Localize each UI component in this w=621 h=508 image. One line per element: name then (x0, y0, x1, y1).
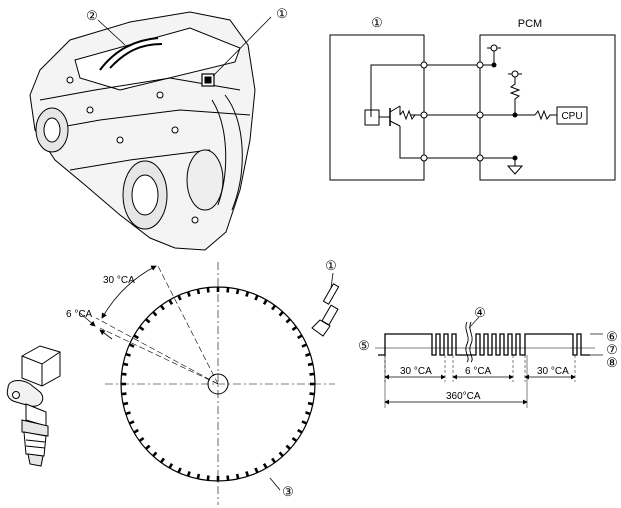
callout-8: ⑧ (606, 355, 618, 370)
wheel-tooth (186, 291, 191, 297)
callout-1-wheel: ① (325, 258, 337, 273)
pulse-wheel (79, 262, 340, 505)
wave-total: 360°CA (446, 391, 481, 402)
wheel-tooth (307, 362, 314, 367)
wheel-tooth (301, 343, 308, 348)
callout-4: ④ (474, 305, 486, 320)
wheel-tooth (168, 299, 174, 305)
wheel-tooth (271, 457, 277, 464)
wheel-tooth (307, 401, 314, 406)
callout-7: ⑦ (606, 342, 618, 357)
wheel-tooth (297, 428, 303, 434)
wheel-tooth (138, 437, 145, 443)
wheel-tooth (285, 444, 291, 450)
wheel-tooth (186, 471, 191, 477)
wheel-tooth (152, 451, 158, 457)
wheel-tooth (285, 318, 291, 324)
wheel-tooth (278, 451, 284, 457)
hall-element (364, 109, 380, 126)
wheel-tooth (291, 325, 298, 331)
wheel-tooth (309, 392, 315, 396)
pcm-label: PCM (518, 18, 542, 30)
wheel-tooth (262, 463, 268, 469)
callout-3: ③ (282, 484, 294, 499)
wheel-tooth (206, 475, 210, 481)
waveform-signal (378, 333, 590, 356)
ground-icon (506, 165, 524, 175)
wave-seg-1: 30 °CA (400, 366, 432, 377)
transaxle-illustration (29, 11, 272, 251)
wheel-tooth (159, 457, 165, 464)
wheel-tooth (291, 437, 298, 443)
wheel-tooth (145, 318, 151, 324)
wheel-sensor (311, 283, 340, 337)
wave-seg-2: 6 °CA (465, 366, 492, 377)
cpu-box (556, 106, 588, 125)
wheel-tooth (121, 392, 127, 396)
wheel-tooth (177, 294, 182, 301)
wheel-tooth (159, 304, 165, 311)
wheel-tooth (122, 362, 129, 367)
wheel-tooth (133, 428, 139, 434)
wheel-tooth (305, 352, 311, 357)
wheel-tooth (278, 311, 284, 317)
wheel-angle-6: 6 °CA (66, 309, 93, 320)
wheel-tooth (297, 334, 303, 340)
wheel-tooth (235, 473, 240, 480)
wheel-tooth (271, 304, 277, 311)
wheel-tooth (133, 334, 139, 340)
pcm-block (479, 34, 616, 181)
wheel-tooth (245, 471, 250, 477)
sensor-label: ① (371, 15, 383, 30)
sensor-block (329, 34, 425, 181)
wheel-tooth (125, 352, 131, 357)
wheel-tooth (177, 467, 182, 474)
wheel-tooth (226, 475, 230, 481)
wheel-tooth (301, 420, 308, 425)
wheel-tooth (235, 288, 240, 295)
cam-sensor-part (6, 345, 61, 467)
wheel-tooth (254, 467, 259, 474)
resistor-icon (399, 109, 416, 121)
wheel-tooth (128, 420, 135, 425)
wheel-tooth (121, 372, 127, 376)
wheel-tooth (145, 444, 151, 450)
wheel-tooth (226, 287, 230, 293)
wheel-angle-30: 30 °CA (103, 275, 135, 286)
wheel-tooth (122, 401, 129, 406)
wheel-tooth (125, 411, 131, 416)
callout-1-top: ① (276, 6, 288, 21)
callout-6: ⑥ (606, 329, 618, 344)
wheel-tooth (128, 343, 135, 348)
wheel-tooth (138, 325, 145, 331)
wheel-tooth (196, 473, 201, 480)
wheel-tooth (245, 291, 250, 297)
wheel-tooth (152, 311, 158, 317)
wheel-tooth (305, 411, 311, 416)
wheel-tooth (254, 294, 259, 301)
wheel-teeth (121, 287, 315, 481)
cpu-label: CPU (561, 111, 582, 122)
pulse-waveform (375, 316, 603, 408)
circuit-schematic (329, 34, 616, 181)
wheel-tooth (196, 288, 201, 295)
wheel-tooth (262, 299, 268, 305)
wheel-tooth (206, 287, 210, 293)
callout-5: ⑤ (358, 338, 370, 353)
callout-2-top: ② (86, 8, 98, 23)
wave-seg-3: 30 °CA (537, 366, 569, 377)
wheel-tooth (309, 372, 315, 376)
wheel-tooth (168, 463, 174, 469)
